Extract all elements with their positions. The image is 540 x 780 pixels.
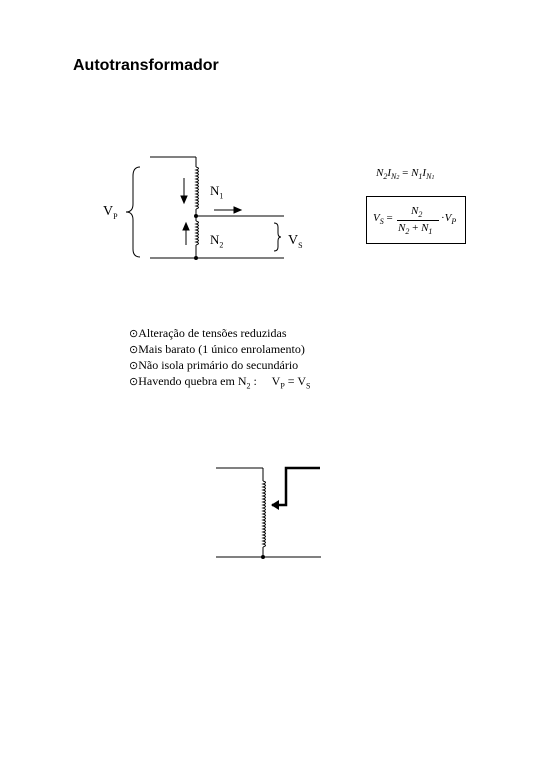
arrow-n1-head [180,195,188,205]
coil-n1 [194,166,199,210]
formula-ampere-turns: N2IN2 = N1IN1 [376,167,435,182]
page-title: Autotransformador [73,57,219,74]
slider-contact-arrow [271,500,279,510]
fraction-bar [397,220,439,221]
formula-vs-lhs: VS = [373,212,393,227]
brace-vs [273,222,282,252]
label-n1: N1 [210,183,224,201]
label-vs: VS [288,233,303,250]
arrow-current-head [233,206,243,214]
coil-n2 [194,220,199,246]
label-n2: N2 [210,232,224,250]
brace-vp [125,166,141,258]
autotransformer-diagram [125,156,284,259]
coil-variable [261,480,266,548]
bullet-item: ⊙Não isola primário do secundário [129,358,299,372]
bullet-item: ⊙Alteração de tensões reduzidas [129,326,287,340]
variable-autotransformer-diagram [216,466,321,558]
label-vp: VP [103,204,118,221]
formula-vs-numerator: N2 [411,205,423,220]
arrow-n2-head [182,221,190,231]
bullet-item: ⊙Mais barato (1 único enrolamento) [129,342,305,356]
bullet-icon: ⊙ [129,376,139,388]
formula-box [366,196,466,244]
bullet-icon: ⊙ [129,360,139,372]
bullet-list: ⊙Alteração de tensões reduzidas ⊙Mais ba… [129,326,310,393]
bottom-junction [194,256,198,260]
formula-vs-denominator: N2 + N1 [398,222,433,237]
bottom-junction-2 [261,555,265,559]
tap-junction [194,214,198,218]
bullet-item: ⊙Havendo quebra em N2 : VP = VS [129,374,311,391]
bullet-icon: ⊙ [129,344,139,356]
slider-wire [272,466,320,507]
formula-vs-rhs: ·VP [441,212,457,227]
bullet-icon: ⊙ [129,328,139,340]
